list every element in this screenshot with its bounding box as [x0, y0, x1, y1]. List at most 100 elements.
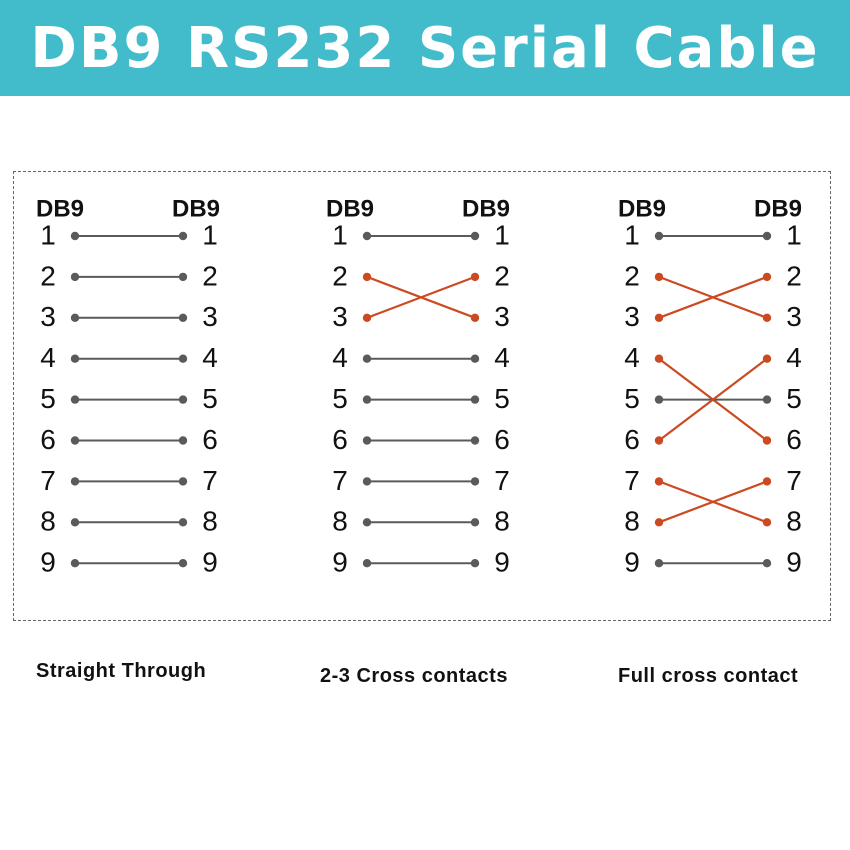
pin-number-right: 3	[494, 301, 510, 332]
pin-dot-right	[178, 395, 188, 404]
pin-dot-right	[178, 436, 188, 445]
connector-header-right: DB9	[754, 195, 802, 222]
pin-number-right: 6	[786, 424, 802, 455]
pin-dot-right	[178, 354, 188, 363]
pin-dot-right	[178, 313, 188, 322]
pin-dot-left	[70, 518, 80, 527]
pin-dot-right	[178, 231, 188, 241]
pin-number-right: 8	[202, 506, 218, 537]
pin-dot-right	[470, 436, 480, 445]
pin-number-left: 2	[332, 260, 348, 291]
pin-number-right: 6	[202, 424, 218, 455]
pin-number-left: 4	[624, 342, 640, 373]
pin-dot-left	[362, 272, 372, 282]
pin-dot-left	[362, 559, 372, 568]
pin-number-right: 3	[202, 301, 218, 332]
pin-dot-right	[178, 272, 188, 282]
pin-dot-right	[762, 477, 772, 486]
connector-header-right: DB9	[172, 195, 220, 222]
pin-dot-left	[654, 518, 664, 527]
pin-dot-left	[654, 231, 664, 241]
pin-dot-right	[762, 559, 772, 568]
pin-number-left: 9	[332, 547, 348, 578]
pin-number-right: 6	[494, 424, 510, 455]
pin-dot-right	[470, 272, 480, 282]
pin-dot-right	[762, 313, 772, 322]
pin-dot-left	[362, 231, 372, 241]
cross-wire	[658, 480, 768, 524]
pin-dot-right	[470, 354, 480, 363]
pin-number-left: 6	[624, 424, 640, 455]
pin-number-left: 7	[40, 465, 56, 496]
pin-dot-left	[70, 395, 80, 404]
connector-header-left: DB9	[326, 195, 374, 222]
caption-straight-through: Straight Through	[36, 660, 207, 682]
pin-number-left: 8	[40, 506, 56, 537]
pin-number-left: 8	[624, 506, 640, 537]
pin-number-left: 1	[624, 219, 640, 250]
pin-number-right: 5	[494, 383, 510, 414]
pin-dot-right	[762, 272, 772, 282]
pin-number-left: 5	[332, 383, 348, 414]
pin-dot-left	[654, 272, 664, 282]
cross-wire	[366, 275, 476, 319]
pin-dot-left	[654, 436, 664, 445]
pin-number-left: 7	[624, 465, 640, 496]
pin-number-left: 3	[332, 301, 348, 332]
pin-dot-right	[178, 518, 188, 527]
pin-number-right: 2	[494, 260, 510, 291]
pin-number-right: 3	[786, 301, 802, 332]
pin-dot-left	[70, 313, 80, 322]
page-title: DB9 RS232 Serial Cable	[30, 15, 820, 81]
pin-number-left: 5	[40, 383, 56, 414]
pin-dot-left	[362, 436, 372, 445]
connector-header-left: DB9	[36, 195, 84, 222]
pin-dot-left	[70, 436, 80, 445]
pin-dot-right	[762, 518, 772, 527]
pin-number-left: 7	[332, 465, 348, 496]
pin-number-right: 4	[202, 342, 218, 373]
pin-dot-right	[470, 395, 480, 404]
pin-number-right: 7	[202, 465, 218, 496]
pin-dot-left	[70, 477, 80, 486]
pin-number-right: 4	[494, 342, 510, 373]
pin-number-right: 9	[786, 547, 802, 578]
caption-2-3-cross: 2-3 Cross contacts	[320, 665, 508, 687]
pin-number-right: 9	[494, 547, 510, 578]
pin-number-left: 2	[40, 260, 56, 291]
title-banner: DB9 RS232 Serial Cable	[0, 0, 850, 96]
pin-number-right: 8	[786, 506, 802, 537]
pin-number-right: 8	[494, 506, 510, 537]
pin-number-right: 7	[494, 465, 510, 496]
pin-dot-left	[654, 313, 664, 322]
pin-dot-left	[70, 559, 80, 568]
connector-header-left: DB9	[618, 195, 666, 222]
pin-number-left: 1	[40, 219, 56, 250]
pin-number-right: 1	[202, 219, 218, 250]
pin-dot-left	[654, 354, 664, 363]
pin-dot-left	[70, 354, 80, 363]
pin-dot-left	[654, 559, 664, 568]
pin-dot-left	[362, 395, 372, 404]
pin-number-left: 6	[332, 424, 348, 455]
pin-number-left: 4	[40, 342, 56, 373]
pin-dot-right	[762, 354, 772, 363]
pin-dot-right	[762, 231, 772, 241]
pin-dot-left	[70, 231, 80, 241]
pin-number-left: 6	[40, 424, 56, 455]
cross-wire	[658, 275, 768, 319]
pin-dot-right	[762, 436, 772, 445]
pin-number-left: 3	[624, 301, 640, 332]
pin-dot-right	[470, 313, 480, 322]
pin-dot-left	[362, 313, 372, 322]
pin-dot-right	[178, 559, 188, 568]
pin-dot-right	[470, 477, 480, 486]
pin-dot-left	[654, 477, 664, 486]
cross-wire	[658, 357, 768, 442]
pin-dot-right	[470, 518, 480, 527]
caption-full-cross: Full cross contact	[618, 665, 799, 687]
pin-number-left: 9	[40, 547, 56, 578]
pin-number-right: 4	[786, 342, 802, 373]
pin-number-right: 9	[202, 547, 218, 578]
